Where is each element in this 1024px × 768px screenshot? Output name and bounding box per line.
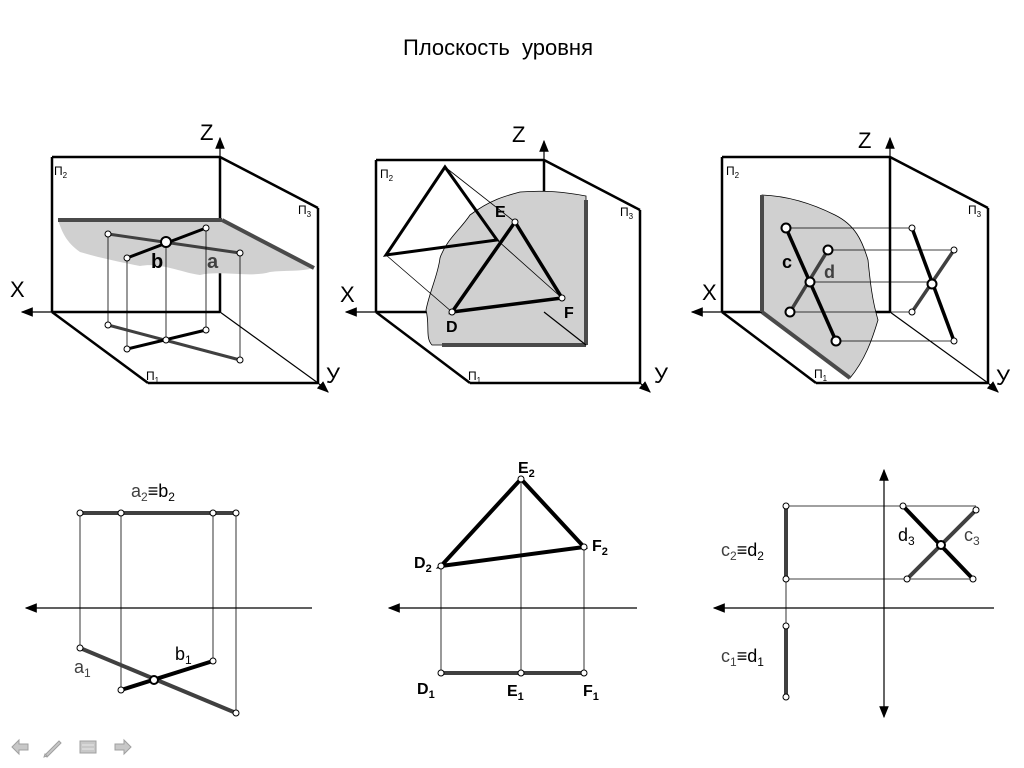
link-lines bbox=[79, 513, 237, 713]
label-b: b bbox=[151, 251, 163, 273]
label-z: Z bbox=[512, 122, 525, 147]
label-pi3: П3 bbox=[620, 205, 634, 221]
label-c2-d2: c2≡d2 bbox=[721, 540, 764, 563]
label-d3: d3 bbox=[898, 525, 915, 548]
y-axis bbox=[638, 381, 651, 393]
diagram-profile-plane-3d: П2 П3 П1 Z X У E D F bbox=[340, 122, 669, 393]
diagram-horizontal-plane-3d: П2 П3 П1 Z X У b a bbox=[10, 120, 341, 393]
points bbox=[104, 224, 244, 364]
label-pi2: П2 bbox=[380, 167, 394, 183]
label-z: Z bbox=[858, 128, 871, 153]
label-x: X bbox=[10, 277, 25, 302]
label-pi1: П1 bbox=[146, 369, 160, 385]
frontal-plane bbox=[761, 194, 879, 379]
previous-arrow-icon[interactable] bbox=[11, 738, 29, 756]
label-z: Z bbox=[200, 120, 213, 145]
label-pi3: П3 bbox=[968, 203, 982, 219]
diagram-frontal-plane-3d: П2 П3 П1 Z X У c d bbox=[690, 128, 1011, 393]
points bbox=[437, 475, 588, 677]
label-f2: F2 bbox=[592, 538, 608, 558]
label-c: c bbox=[782, 252, 792, 272]
label-x: X bbox=[702, 280, 717, 305]
label-c3: c3 bbox=[964, 525, 980, 548]
label-f1: F1 bbox=[583, 683, 599, 703]
label-y: У bbox=[996, 365, 1011, 390]
label-y: У bbox=[326, 363, 341, 388]
label-pi1: П1 bbox=[468, 369, 482, 385]
label-d: D bbox=[446, 319, 458, 336]
label-f: F bbox=[564, 305, 574, 322]
next-arrow-icon[interactable] bbox=[114, 738, 132, 756]
label-d2: D2 bbox=[414, 555, 432, 575]
label-c1-d1: c1≡d1 bbox=[721, 646, 764, 669]
label-b1: b1 bbox=[175, 644, 192, 667]
epure-frontal-plane: c2≡d2 c1≡d1 d3 c3 bbox=[712, 468, 994, 719]
label-d1: D1 bbox=[417, 681, 435, 701]
slideshow-nav bbox=[11, 738, 132, 758]
points bbox=[76, 509, 240, 717]
label-pi2: П2 bbox=[54, 164, 68, 180]
label-y: У bbox=[654, 363, 669, 388]
menu-icon[interactable] bbox=[79, 740, 97, 754]
label-a2-b2: a2≡b2 bbox=[131, 481, 175, 504]
label-e1: E1 bbox=[507, 683, 524, 703]
points bbox=[780, 222, 958, 347]
slide-title: Плоскость уровня bbox=[403, 35, 593, 60]
line-b1 bbox=[120, 659, 214, 692]
points bbox=[448, 218, 566, 316]
profile-plane bbox=[425, 190, 587, 346]
projection-lines bbox=[385, 166, 563, 313]
triangle-def bbox=[448, 218, 565, 315]
label-d: d bbox=[824, 262, 835, 282]
label-a1: a1 bbox=[74, 657, 91, 680]
link-lines bbox=[440, 479, 585, 673]
projection-box bbox=[50, 155, 320, 385]
label-e2: E2 bbox=[518, 460, 535, 480]
epure-profile-plane: E2 D2 F2 D1 E1 F1 bbox=[387, 460, 637, 703]
label-e: E bbox=[495, 204, 506, 221]
label-pi3: П3 bbox=[298, 203, 312, 219]
points bbox=[782, 502, 980, 701]
plane-edge-diag bbox=[760, 310, 852, 380]
label-a: a bbox=[207, 251, 219, 273]
label-pi2: П2 bbox=[726, 164, 740, 180]
y-axis bbox=[986, 381, 999, 393]
plane-edge-side bbox=[221, 218, 315, 270]
horizontal-plane bbox=[58, 220, 314, 275]
projection-lines bbox=[107, 228, 241, 360]
label-pi1: П1 bbox=[814, 367, 828, 383]
epure-horizontal-plane: a2≡b2 a1 b1 bbox=[24, 481, 312, 717]
line-b1 bbox=[107, 323, 241, 362]
triangle-projection-pi2 bbox=[382, 164, 500, 257]
line-b bbox=[107, 232, 241, 255]
inner-box-edge bbox=[543, 311, 587, 346]
pen-icon[interactable] bbox=[43, 740, 62, 758]
y-axis bbox=[316, 381, 329, 393]
projection-box bbox=[720, 155, 990, 385]
projection-lines bbox=[786, 227, 954, 342]
label-x: X bbox=[340, 282, 355, 307]
triangle-def-2 bbox=[435, 476, 589, 569]
